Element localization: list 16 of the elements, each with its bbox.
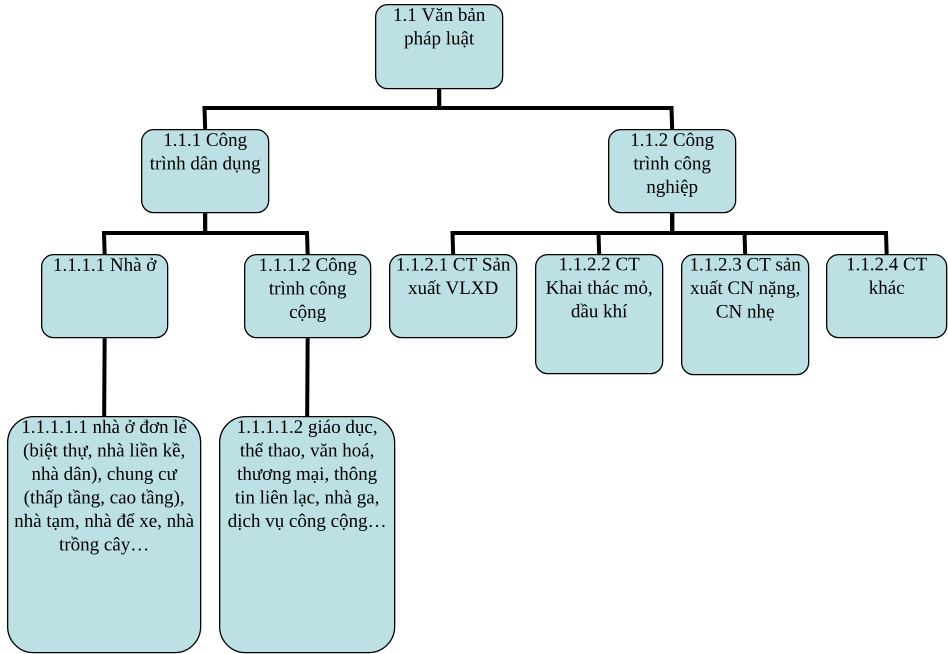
org-box: 1.1.2.2 CT Khai thác mỏ, dầu khí <box>535 254 664 374</box>
org-box: 1.1.1.1.1 nhà ở đơn lẻ (biệt thự, nhà liền kề, nhà dân), chung cư (thấp tầng, cao tầng), nhà tạm, nhà để xe, nhà trồng cây… <box>7 416 202 654</box>
org-box: 1.1.2.4 CT khác <box>826 254 948 338</box>
org-box: 1.1.2.1 CT Sản xuất VLXD <box>389 254 518 338</box>
connector-line <box>437 89 674 130</box>
org-box: 1.1.1 Công trình dân dụng <box>141 129 270 214</box>
connector-line <box>305 338 310 416</box>
org-box: 1.1.1.1.2 giáo dục, thể thao, văn hoá, thương mại, thông tin liên lạc, nhà ga, dịch vụ công cộng… <box>219 416 396 654</box>
org-box: 1.1.1.2 Công trình công cộng <box>244 254 372 338</box>
org-box: 1.1.1.1 Nhà ở <box>41 254 168 338</box>
org-box: 1.1.2.3 CT sản xuất CN nặng, CN nhẹ <box>681 254 810 376</box>
connector-line <box>203 213 310 254</box>
org-box: 1.1 Văn bản pháp luật <box>375 4 504 90</box>
connector-line <box>102 338 107 416</box>
org-box: 1.1.2 Công trình công nghiệp <box>608 129 736 214</box>
connector-line <box>670 213 889 254</box>
